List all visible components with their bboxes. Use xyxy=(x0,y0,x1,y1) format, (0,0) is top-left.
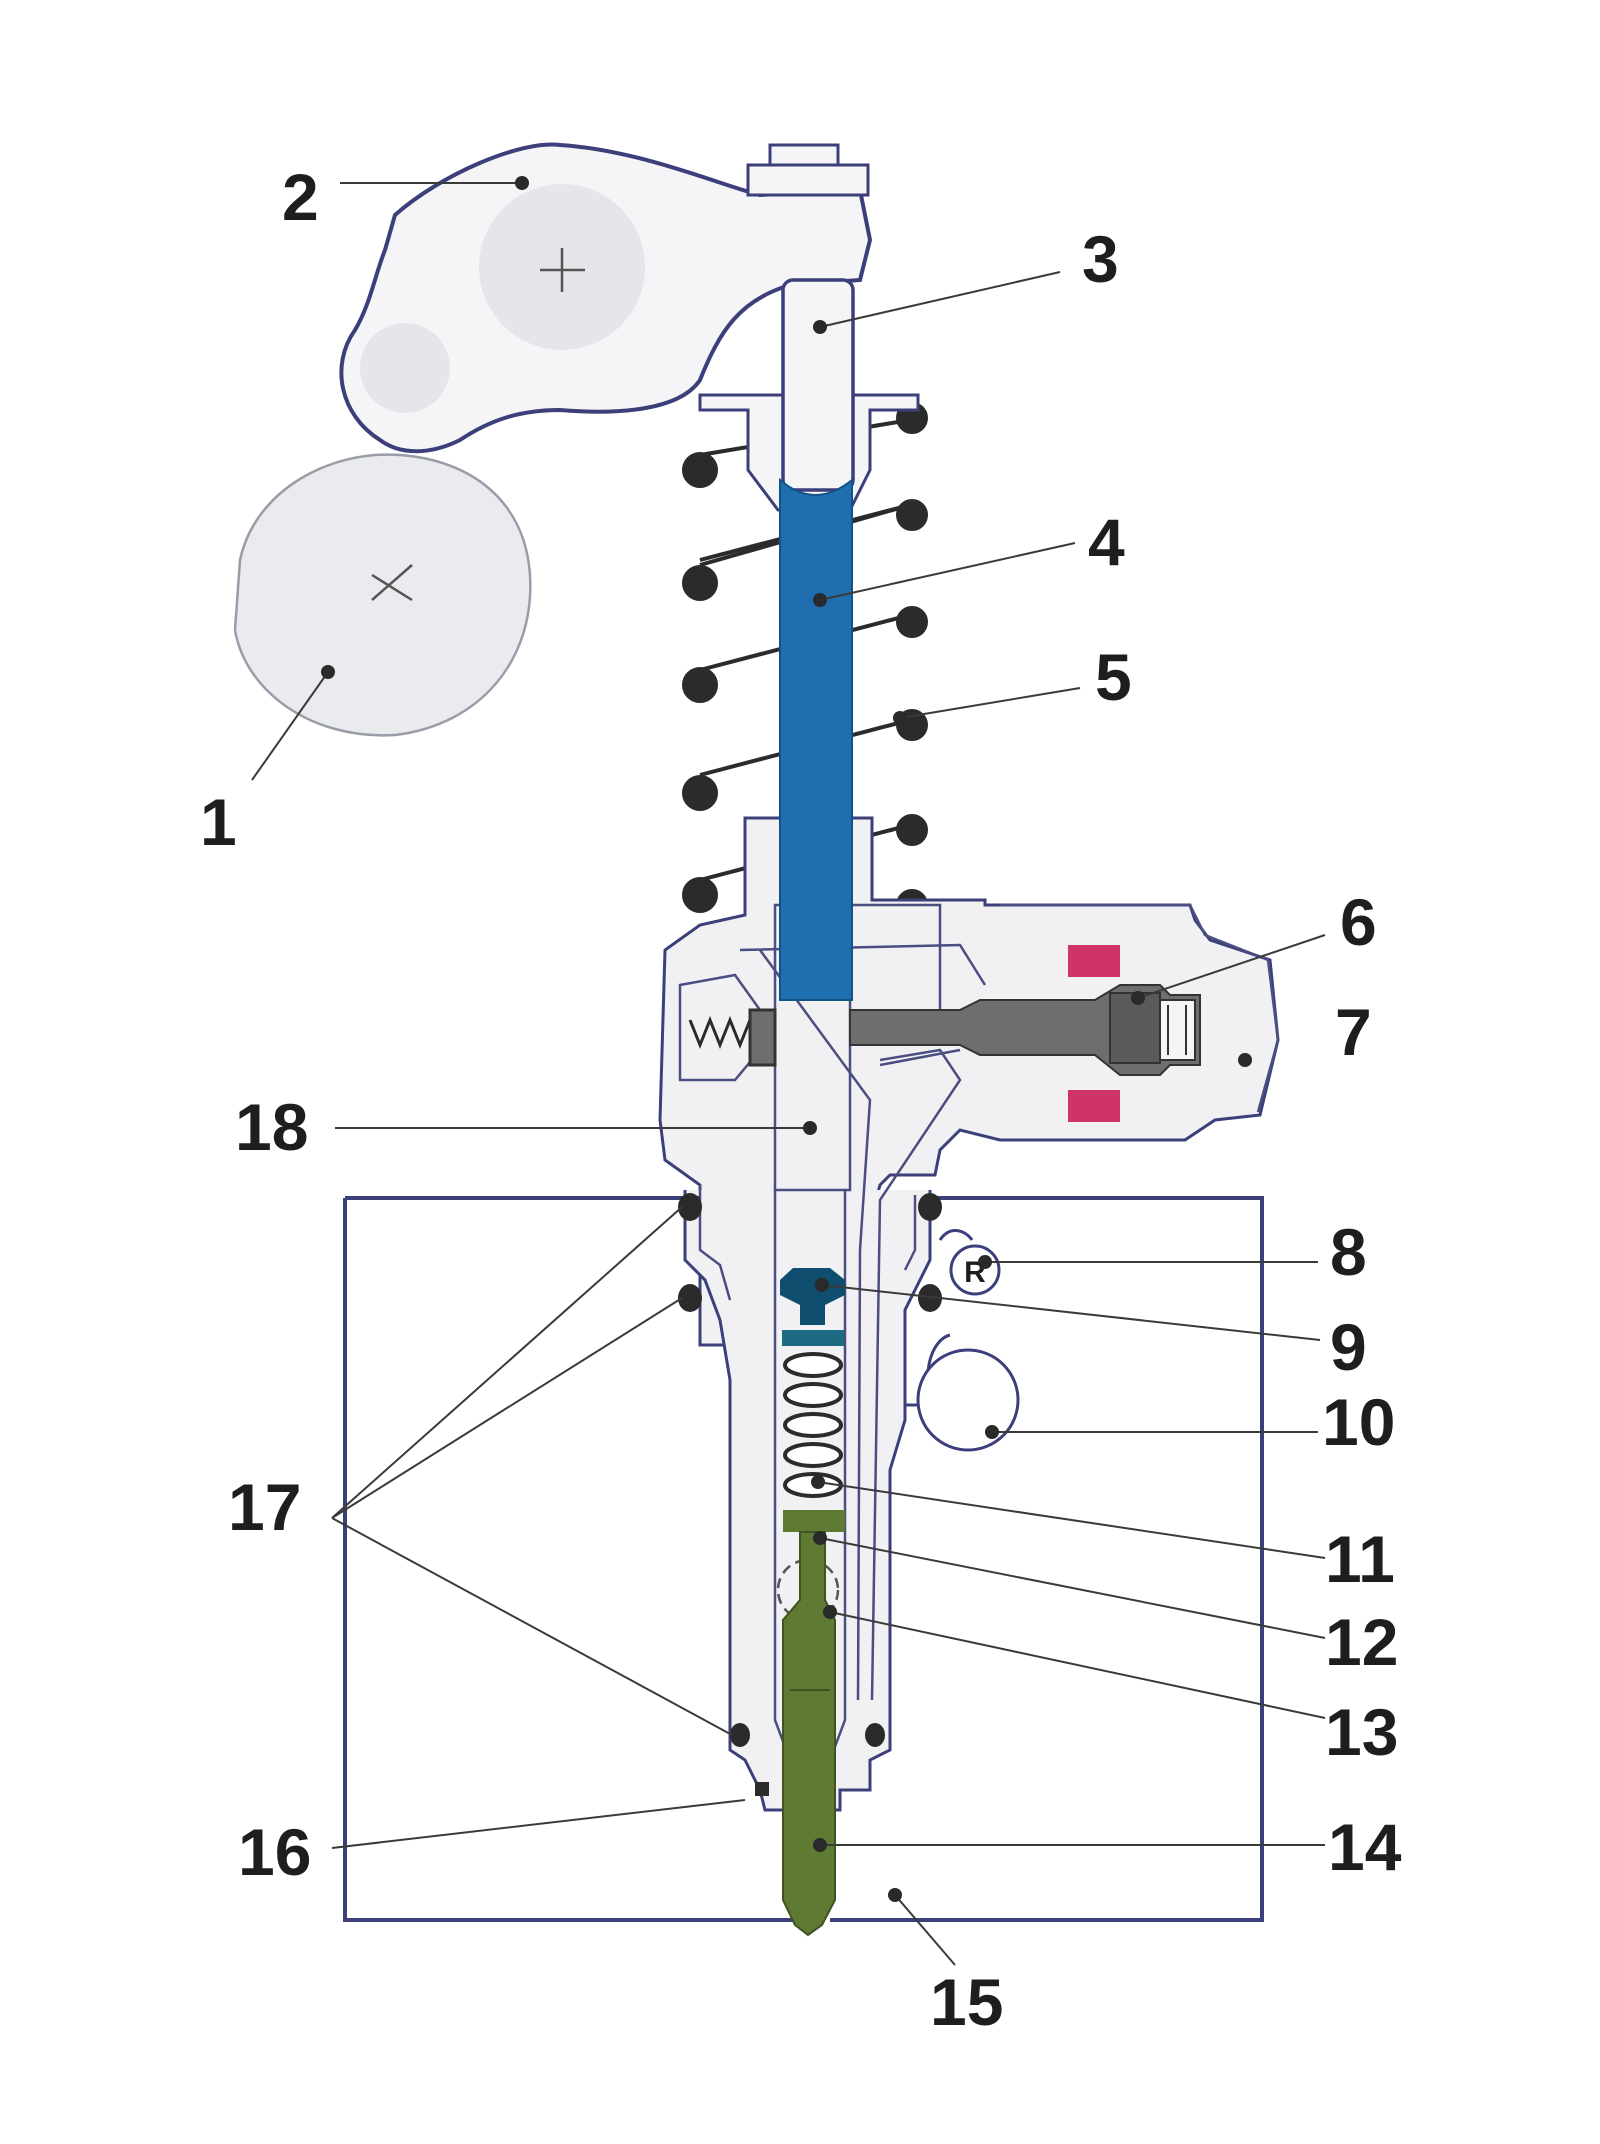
cylinder-head xyxy=(343,1196,1264,1922)
label-4: 4 xyxy=(1088,505,1125,579)
injector-housing xyxy=(658,816,1280,1812)
label-2: 2 xyxy=(282,160,319,234)
leader-lines xyxy=(251,176,1326,1966)
label-8: 8 xyxy=(1330,1215,1367,1289)
pump-plunger xyxy=(779,477,853,1001)
label-17: 17 xyxy=(228,1470,301,1544)
label-15: 15 xyxy=(930,1965,1003,2039)
label-10: 10 xyxy=(1322,1385,1395,1459)
fuel-supply-port xyxy=(905,1333,1020,1452)
o-ring-seals xyxy=(678,1193,942,1796)
label-16: 16 xyxy=(238,1815,311,1889)
label-12: 12 xyxy=(1325,1605,1398,1679)
callout-numbers: 1 2 3 4 5 6 7 8 9 10 11 12 13 14 15 16 1… xyxy=(200,160,1402,2039)
label-6: 6 xyxy=(1340,885,1377,959)
label-3: 3 xyxy=(1082,222,1119,296)
label-1: 1 xyxy=(200,785,237,859)
solenoid-valve xyxy=(849,903,1280,1122)
camshaft-lobe xyxy=(233,453,532,737)
rocker-arm xyxy=(339,142,873,454)
tappet-and-retainer xyxy=(698,278,920,512)
label-14: 14 xyxy=(1328,1810,1402,1884)
label-9: 9 xyxy=(1330,1310,1367,1384)
nozzle-spring-assembly xyxy=(776,1268,845,1937)
label-18: 18 xyxy=(235,1090,308,1164)
side-valve-spring xyxy=(688,1008,777,1067)
label-5: 5 xyxy=(1095,640,1132,714)
label-13: 13 xyxy=(1325,1695,1398,1769)
label-7: 7 xyxy=(1335,995,1372,1069)
label-11: 11 xyxy=(1325,1522,1395,1596)
